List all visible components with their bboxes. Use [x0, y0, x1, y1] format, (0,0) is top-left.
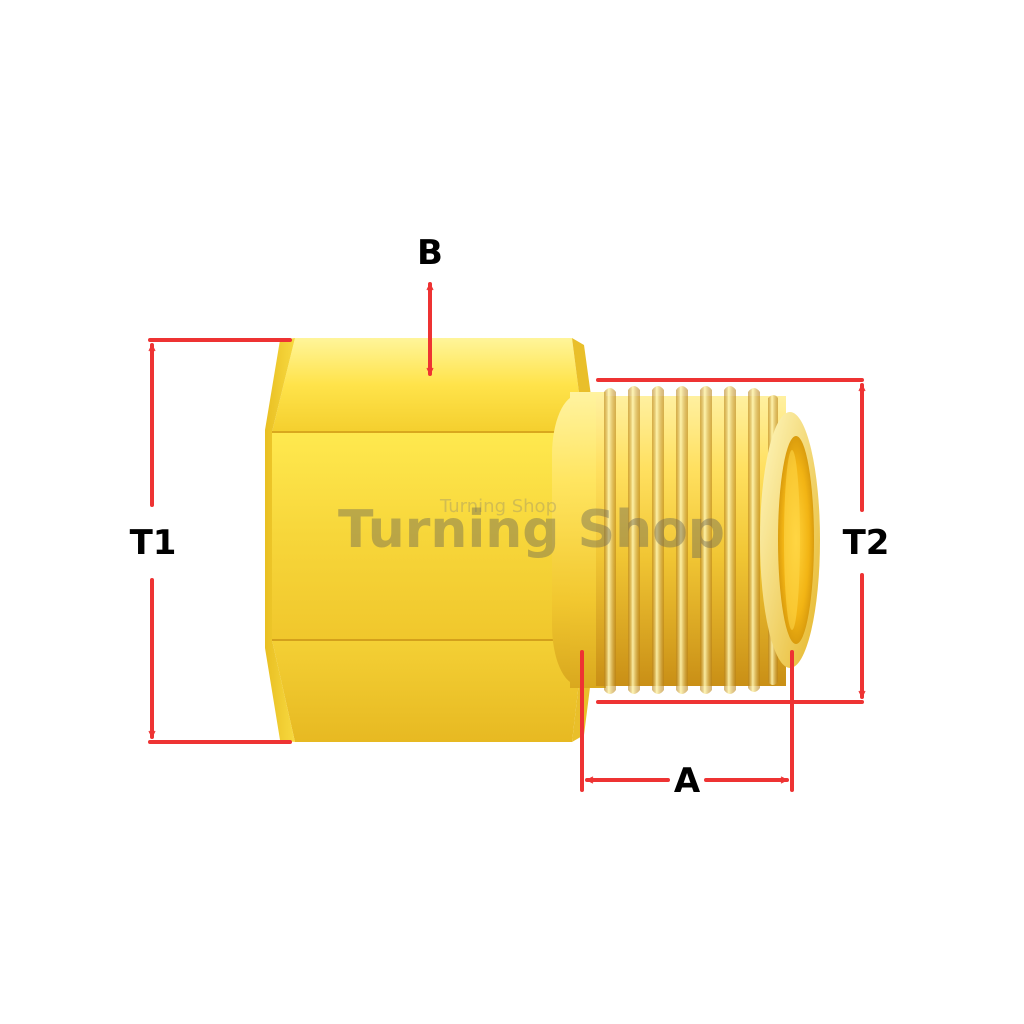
- dimension-lines: [148, 282, 866, 792]
- hex-left-chamfer: [265, 338, 295, 742]
- dimension-label-t2: T2: [843, 523, 890, 563]
- hex-face-top: [272, 338, 584, 432]
- watermark-small: Turning Shop: [439, 496, 557, 517]
- dimension-label-b: B: [417, 233, 443, 273]
- hex-face-bottom: [272, 640, 584, 742]
- bore-highlight: [784, 450, 800, 630]
- watermark: Turning Shop: [338, 500, 725, 560]
- dimension-label-a: A: [674, 761, 701, 801]
- dimension-label-t1: T1: [130, 523, 177, 563]
- brass-hex-adapter-icon: [265, 338, 820, 742]
- hex-face-middle: [272, 432, 584, 640]
